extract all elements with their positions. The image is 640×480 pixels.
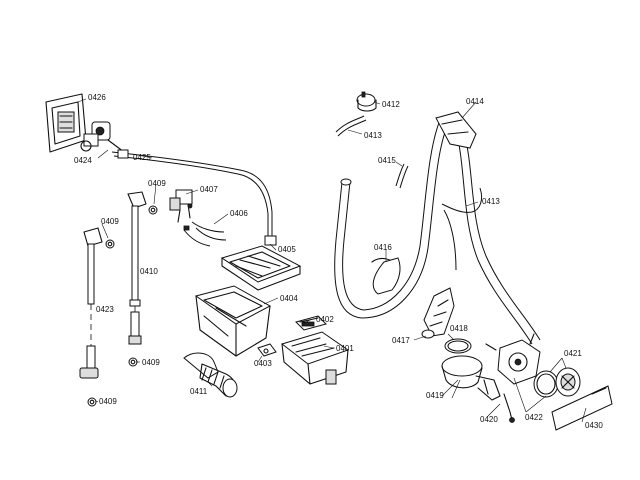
part-0425-inlet-hose <box>111 149 277 246</box>
part-0406-hoses <box>183 221 227 247</box>
part-0403-clip <box>257 343 277 357</box>
label-0414: 0414 <box>466 97 484 106</box>
label-0413-upper: 0413 <box>364 131 382 140</box>
label-0415: 0415 <box>378 156 396 165</box>
label-0403: 0403 <box>254 359 272 368</box>
part-0414-drain-hose <box>334 111 541 345</box>
part-0407-valve <box>169 189 193 223</box>
label-0405: 0405 <box>278 245 296 254</box>
label-0430: 0430 <box>585 421 603 430</box>
part-0421-pump-filter <box>555 367 581 397</box>
label-0402: 0402 <box>316 315 334 324</box>
label-0423: 0423 <box>96 305 114 314</box>
label-0416: 0416 <box>374 243 392 252</box>
part-0413-hose-right <box>441 187 483 271</box>
label-0401: 0401 <box>336 344 354 353</box>
part-0410-hose-connector <box>127 191 147 345</box>
part-0402-drawer-insert <box>295 315 327 331</box>
label-0404: 0404 <box>280 294 298 303</box>
part-0416-hose-elbow <box>371 257 401 295</box>
label-0409-upper: 0409 <box>148 179 166 188</box>
label-0417: 0417 <box>392 336 410 345</box>
label-0420: 0420 <box>480 415 498 424</box>
label-0419: 0419 <box>426 391 444 400</box>
part-0419-drain-sump <box>441 355 501 401</box>
label-0421: 0421 <box>564 349 582 358</box>
label-0409-mid: 0409 <box>142 358 160 367</box>
part-0411-bellows <box>183 352 238 398</box>
part-0401-detergent-drawer <box>280 331 350 385</box>
label-0418: 0418 <box>450 324 468 333</box>
label-0424: 0424 <box>74 156 92 165</box>
part-0424-inlet-valve <box>80 121 125 153</box>
label-0422: 0422 <box>525 413 543 422</box>
label-0411: 0411 <box>190 387 208 396</box>
label-0409-bottom: 0409 <box>99 397 117 406</box>
part-0412-pressure-switch <box>356 91 377 112</box>
part-0423-hose-connector <box>79 227 103 379</box>
label-0407: 0407 <box>200 185 218 194</box>
label-0425: 0425 <box>133 153 151 162</box>
part-0417-sump-hose <box>421 287 455 339</box>
part-0420-sensor <box>503 393 515 423</box>
part-0418-seal-ring <box>444 338 472 354</box>
part-0405-dispenser-cover <box>220 245 302 291</box>
part-0430-cover-plate <box>551 385 613 431</box>
label-0412: 0412 <box>382 100 400 109</box>
label-0406: 0406 <box>230 209 248 218</box>
label-0413-right: 0413 <box>482 197 500 206</box>
label-0410: 0410 <box>140 267 158 276</box>
part-0421-pump-seal <box>533 370 559 398</box>
label-0426: 0426 <box>88 93 106 102</box>
part-0404-dispenser-housing <box>194 285 272 357</box>
part-0422-drain-pump <box>485 333 541 385</box>
leader-lines <box>77 98 587 423</box>
label-0409-left: 0409 <box>101 217 119 226</box>
part-0413-hose-small <box>335 115 367 137</box>
part-0426-valve-bracket <box>45 93 87 153</box>
part-labels: 0426 0424 0425 0409 0407 0406 0405 0409 … <box>74 93 603 430</box>
part-0409-seals <box>87 205 158 407</box>
part-0415-hose-piece <box>395 163 409 189</box>
